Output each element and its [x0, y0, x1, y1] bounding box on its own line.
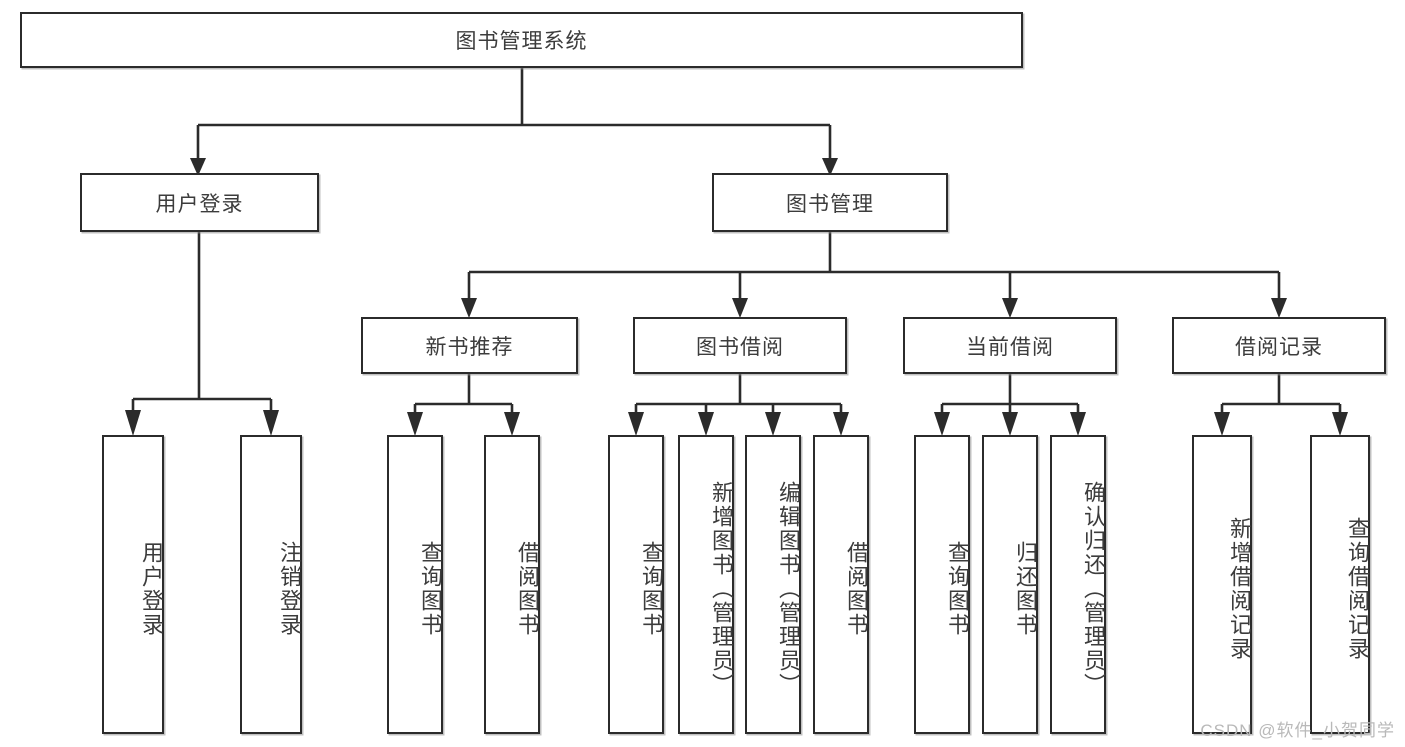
- node-label: 用户登录: [139, 540, 164, 637]
- arrow-leaf-query-book-3: [934, 412, 950, 436]
- node-root-book-management-system[interactable]: 图书管理系统: [20, 12, 1023, 68]
- watermark: CSDN @软件_小贺同学: [1200, 721, 1395, 740]
- arrow-leaf-borrow-book-2: [833, 412, 849, 436]
- node-current-borrow[interactable]: 当前借阅: [903, 317, 1117, 374]
- leaf-add-borrow-record[interactable]: 新增借阅记录: [1192, 435, 1252, 734]
- arrow-leaf-query-book-2: [628, 412, 644, 436]
- leaf-query-borrow-record[interactable]: 查询借阅记录: [1310, 435, 1370, 734]
- node-label: 注销登录: [277, 540, 302, 637]
- arrow-leaf-logout: [263, 410, 279, 436]
- leaf-query-book-newbook[interactable]: 查询图书: [387, 435, 443, 734]
- leaf-confirm-return-admin[interactable]: 确认归还（管理员）: [1050, 435, 1106, 734]
- node-label: 查询借阅记录: [1345, 516, 1370, 661]
- arrow-group-borrow: [732, 298, 748, 318]
- arrow-leaf-edit-book: [765, 412, 781, 436]
- node-label: 借阅图书: [515, 540, 540, 637]
- arrow-leaf-user-login: [125, 410, 141, 436]
- node-label: 新增图书（管理员）: [709, 480, 734, 697]
- leaf-return-book[interactable]: 归还图书: [982, 435, 1038, 734]
- arrow-leaf-add-record: [1214, 412, 1230, 436]
- leaf-borrow-book[interactable]: 借阅图书: [813, 435, 869, 734]
- node-label: 借阅图书: [844, 540, 869, 637]
- leaf-borrow-book-newbook[interactable]: 借阅图书: [484, 435, 540, 734]
- node-book-borrow[interactable]: 图书借阅: [633, 317, 847, 374]
- node-label: 新增借阅记录: [1227, 516, 1252, 661]
- node-label: 借阅记录: [1235, 335, 1323, 359]
- arrow-group-record: [1271, 298, 1287, 318]
- arrow-leaf-borrow-book-1: [504, 412, 520, 436]
- node-label: 图书管理系统: [455, 30, 588, 53]
- arrow-leaf-query-record: [1332, 412, 1348, 436]
- node-label: 当前借阅: [966, 335, 1054, 359]
- leaf-add-book-admin[interactable]: 新增图书（管理员）: [678, 435, 734, 734]
- node-label: 查询图书: [639, 540, 664, 637]
- leaf-user-login[interactable]: 用户登录: [102, 435, 164, 734]
- node-borrow-record[interactable]: 借阅记录: [1172, 317, 1386, 374]
- node-new-book-recommend[interactable]: 新书推荐: [361, 317, 578, 374]
- arrow-leaf-return-book: [1002, 412, 1018, 436]
- arrow-leaf-query-book-1: [407, 412, 423, 436]
- leaf-query-book-current[interactable]: 查询图书: [914, 435, 970, 734]
- node-label: 编辑图书（管理员）: [776, 480, 801, 697]
- node-label: 新书推荐: [425, 335, 514, 359]
- node-label: 查询图书: [418, 540, 443, 637]
- node-label: 图书借阅: [696, 335, 784, 359]
- node-user-login[interactable]: 用户登录: [80, 173, 319, 232]
- leaf-edit-book-admin[interactable]: 编辑图书（管理员）: [745, 435, 801, 734]
- leaf-query-book-borrow[interactable]: 查询图书: [608, 435, 664, 734]
- arrow-group-current: [1002, 298, 1018, 318]
- arrow-leaf-confirm-return: [1070, 412, 1086, 436]
- arrow-leaf-add-book: [698, 412, 714, 436]
- node-book-management[interactable]: 图书管理: [712, 173, 948, 232]
- node-label: 确认归还（管理员）: [1081, 480, 1106, 697]
- leaf-logout[interactable]: 注销登录: [240, 435, 302, 734]
- node-label: 用户登录: [155, 192, 244, 216]
- node-label: 图书管理: [786, 192, 874, 216]
- arrow-group-new-book: [461, 298, 477, 318]
- node-label: 归还图书: [1013, 540, 1038, 637]
- node-label: 查询图书: [945, 540, 970, 637]
